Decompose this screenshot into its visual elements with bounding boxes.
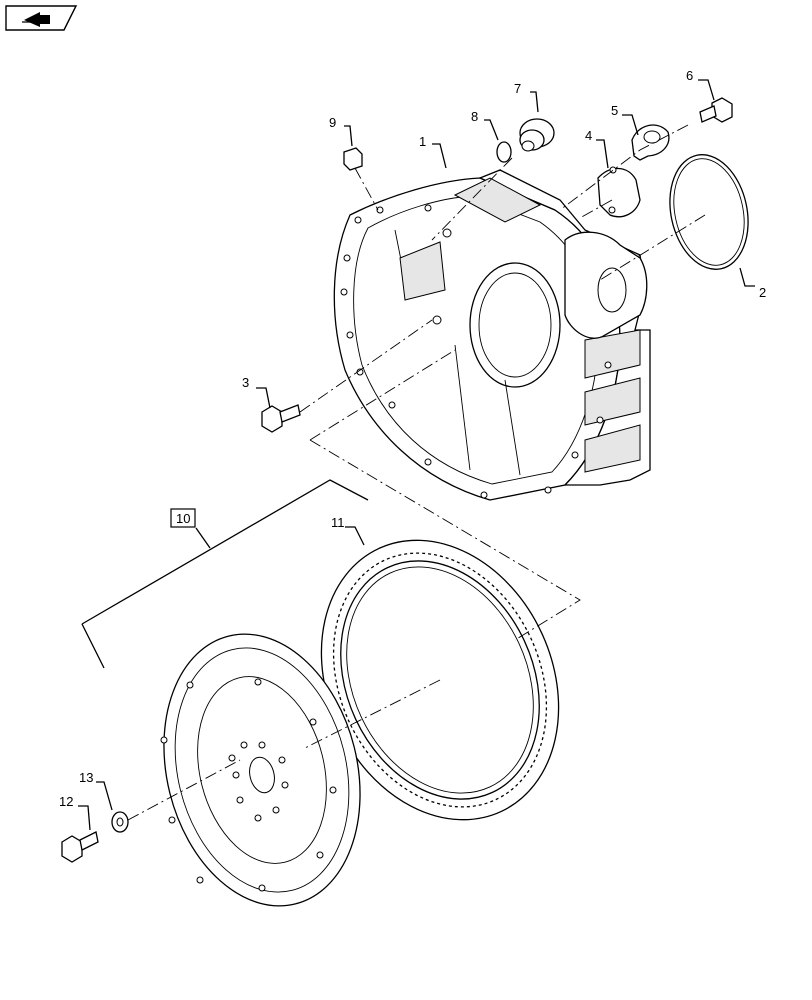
bolt-12 [61,831,99,863]
bolt-6 [699,97,733,123]
flywheel [160,633,361,907]
plug-9 [343,147,363,171]
callout-leaders [78,79,755,831]
callout-labels: 1 2 3 4 5 6 7 8 9 10 11 12 13 [59,68,766,809]
callout-2[interactable]: 2 [759,285,766,300]
callout-13[interactable]: 13 [79,770,93,785]
flange-bolt-holes [340,204,612,499]
cover-plate [597,166,641,218]
assembly-centerlines [127,124,706,821]
flywheel-bolt-holes [160,678,337,892]
bolt-3 [261,404,301,433]
callout-10[interactable]: 10 [176,511,190,526]
lifting-bracket [631,124,670,161]
callout-12[interactable]: 12 [59,794,73,809]
callout-6[interactable]: 6 [686,68,693,83]
return-arrow-icon [22,12,50,27]
callout-7[interactable]: 7 [514,81,521,96]
callout-1[interactable]: 1 [419,134,426,149]
washer-13 [111,811,129,833]
plug-7 [519,118,555,152]
callout-10-box[interactable]: 10 [170,508,196,528]
callout-8[interactable]: 8 [471,109,478,124]
callout-11[interactable]: 11 [331,515,345,530]
return-button[interactable] [5,5,78,31]
callout-9[interactable]: 9 [329,115,336,130]
callout-5[interactable]: 5 [611,103,618,118]
seal-ring [669,154,749,270]
callout-3[interactable]: 3 [242,375,249,390]
o-ring-8 [496,141,512,163]
flywheel-housing [333,169,651,501]
callout-4[interactable]: 4 [585,128,592,143]
